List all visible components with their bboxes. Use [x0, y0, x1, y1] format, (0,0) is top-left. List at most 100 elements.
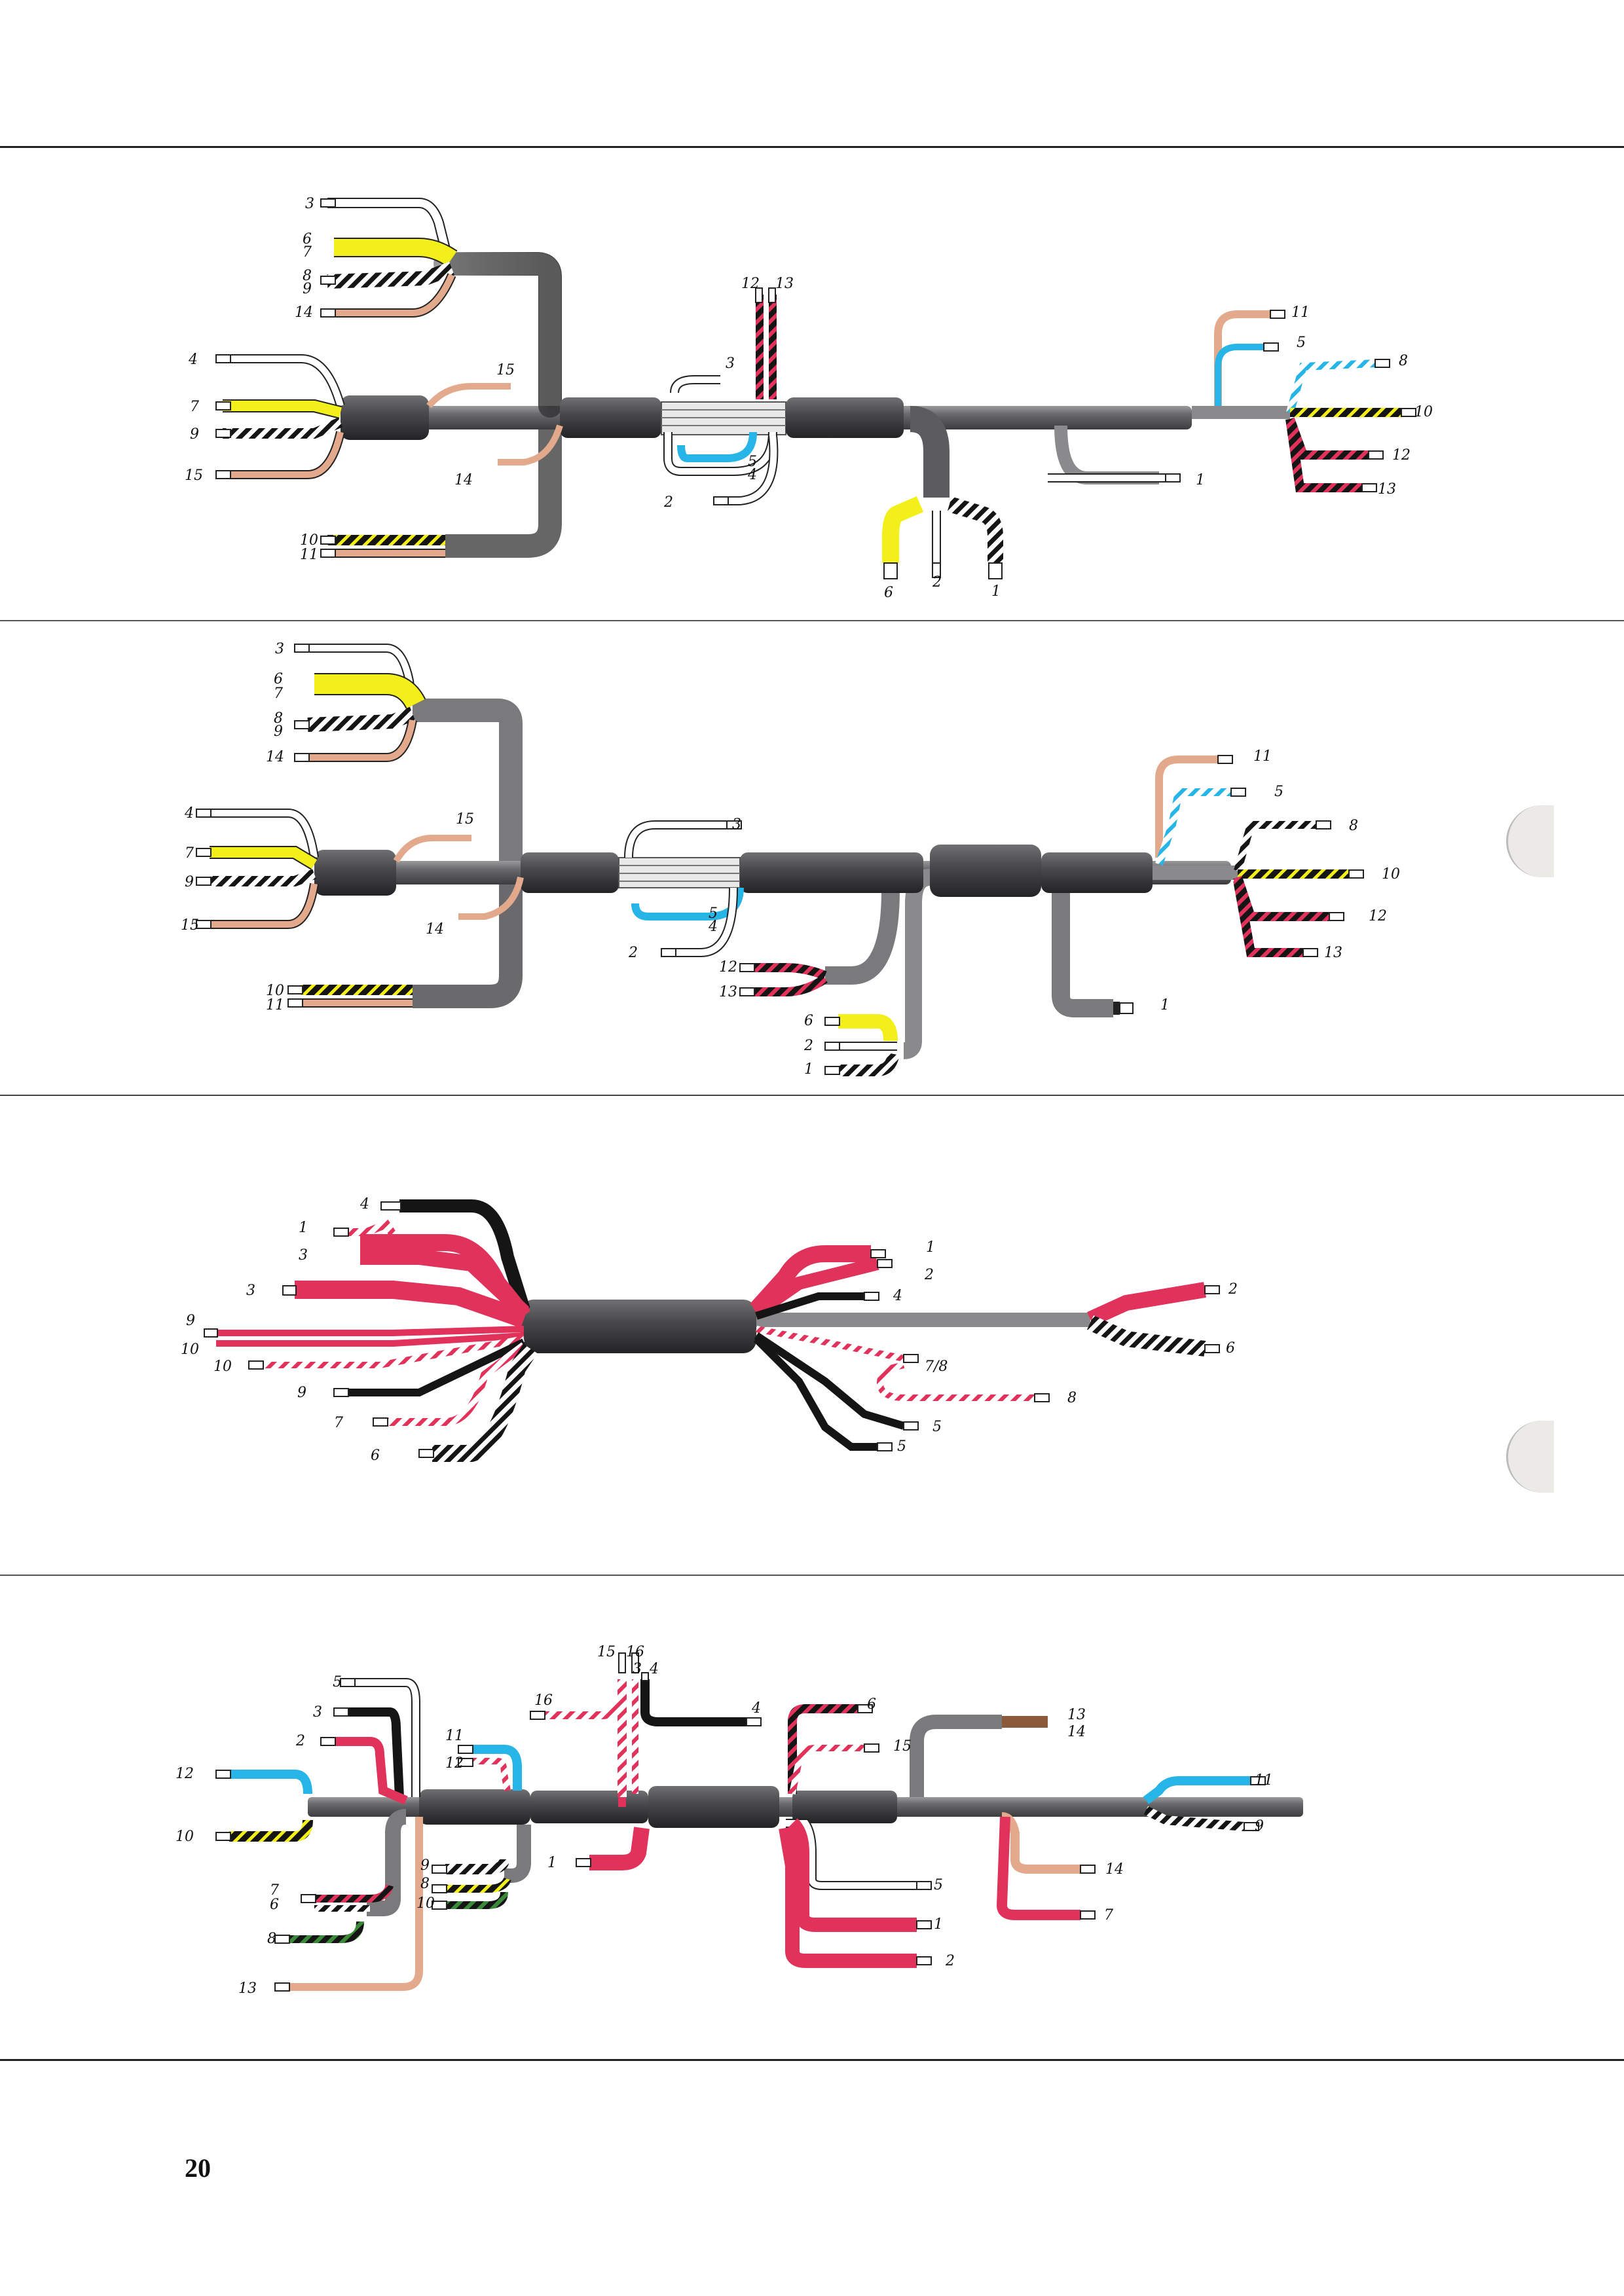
h1-label-11b: 11	[1291, 304, 1310, 321]
h3-label-9b: 9	[297, 1385, 306, 1401]
h2-label-10: 10	[266, 983, 284, 999]
divider-3	[0, 1575, 1624, 1576]
h3-label-4b: 4	[893, 1288, 902, 1304]
h3-label-3a: 3	[299, 1247, 308, 1264]
h4-label-8a: 8	[420, 1876, 430, 1892]
h2-label-8b: 8	[1349, 818, 1358, 834]
h1-label-12b: 12	[1392, 447, 1411, 464]
h3-label-6a: 6	[371, 1448, 380, 1464]
h2-label-7a: 7	[274, 685, 283, 702]
h2-label-4: 4	[184, 805, 194, 822]
h3-label-10a: 10	[181, 1341, 199, 1358]
h4-label-5a: 5	[333, 1674, 342, 1690]
h1-label-4b: 4	[747, 467, 757, 483]
h1-label-12: 12	[741, 276, 760, 292]
h1-label-13b: 13	[1378, 481, 1396, 498]
h1-label-1a: 1	[991, 583, 1001, 600]
h4-label-3a: 3	[313, 1704, 322, 1721]
h4-label-13b: 13	[238, 1980, 257, 1997]
h4-label-2a: 2	[295, 1733, 305, 1749]
h4-label-5b: 5	[934, 1877, 943, 1893]
divider-2	[0, 1095, 1624, 1096]
h4-label-16b: 16	[534, 1692, 553, 1709]
h2-label-13: 13	[719, 984, 737, 1000]
h3-sleeve	[521, 1300, 756, 1353]
h2-label-5b: 5	[1274, 784, 1283, 800]
divider-bottom	[0, 2059, 1624, 2061]
h4-label-2b: 2	[945, 1953, 955, 1969]
h3-label-3b: 3	[246, 1283, 255, 1299]
h4-label-16a: 16	[626, 1644, 644, 1660]
h3-label-5a: 5	[932, 1419, 942, 1435]
h1-label-1b: 1	[1196, 472, 1205, 488]
h2-label-14b: 14	[426, 921, 444, 938]
h3-label-2a: 2	[924, 1267, 934, 1283]
h2-label-1a: 1	[804, 1061, 813, 1078]
h2-label-2b: 2	[803, 1038, 813, 1054]
h4-label-3b: 3	[633, 1661, 642, 1677]
h1-sleeve-1	[341, 395, 429, 440]
harness-1: 3 6 7 8 9 14 4 7 9 15 15 14 10 11 12 13 …	[185, 196, 1433, 601]
h4-label-15a: 15	[597, 1644, 616, 1660]
h4-label-14b: 14	[1105, 1861, 1124, 1878]
h3-label-8: 8	[1067, 1390, 1077, 1406]
h4-label-4b: 4	[751, 1700, 761, 1717]
h1-sleeve-3	[786, 397, 904, 438]
h2-label-12b: 12	[1369, 908, 1387, 924]
h2-label-9b: 9	[185, 874, 194, 890]
h4-label-11b: 11	[1255, 1772, 1273, 1789]
h1-label-5: 5	[748, 454, 757, 470]
h2-label-6b: 6	[804, 1013, 813, 1029]
h4-label-14a: 14	[1067, 1724, 1086, 1740]
h1-label-5b: 5	[1297, 335, 1306, 351]
h3-label-4a: 4	[360, 1196, 369, 1212]
h4-label-9a: 9	[1255, 1818, 1264, 1834]
h2-label-2a: 2	[628, 945, 638, 961]
h4-label-1b: 1	[934, 1916, 943, 1933]
h4-label-13a: 13	[1067, 1707, 1086, 1723]
h4-label-10a: 10	[175, 1829, 194, 1845]
divider-1	[0, 620, 1624, 621]
h2-label-4b: 4	[708, 919, 718, 935]
h4-label-15b: 15	[893, 1738, 912, 1755]
h1-label-14a: 14	[295, 304, 313, 321]
harness-4: 5 3 2 12 10 11 12 15 16 3 4 16 4 6 15 13…	[175, 1644, 1303, 1997]
divider-top	[0, 146, 1624, 148]
h1-label-8: 8	[303, 268, 312, 284]
h3-label-6b: 6	[1226, 1340, 1235, 1357]
h4-label-1a: 1	[547, 1855, 557, 1871]
h3-label-1b: 1	[926, 1239, 935, 1256]
h1-label-6b: 6	[884, 585, 893, 601]
h1-label-11: 11	[300, 547, 318, 563]
h4-label-11a: 11	[445, 1728, 464, 1744]
h1-label-3b: 3	[726, 355, 735, 372]
h4-label-7a: 7	[1104, 1907, 1113, 1923]
h2-label-3a: 3	[275, 641, 284, 657]
h2-label-12: 12	[719, 959, 737, 975]
h1-label-9a: 9	[303, 281, 312, 297]
h4-label-6a: 6	[867, 1696, 876, 1713]
h3-label-10b: 10	[213, 1358, 232, 1375]
h2-label-14a: 14	[266, 749, 284, 765]
h4-label-6b: 6	[270, 1897, 279, 1913]
h2-label-8: 8	[274, 710, 283, 727]
h1-label-7b: 7	[190, 399, 199, 415]
h2-label-11: 11	[266, 997, 284, 1013]
h2-label-10b: 10	[1382, 866, 1400, 883]
h2-label-11b: 11	[1253, 748, 1272, 765]
h1-sleeve-2	[560, 397, 661, 438]
h1-label-13: 13	[775, 276, 794, 292]
h1-label-15a: 15	[185, 467, 203, 484]
h1-label-10b: 10	[1414, 404, 1433, 420]
h3-label-2b: 2	[1228, 1281, 1238, 1298]
h2-label-6: 6	[274, 671, 283, 687]
h1-label-14b: 14	[454, 472, 473, 488]
h4-label-4a: 4	[649, 1661, 659, 1677]
h2-label-15a: 15	[181, 917, 199, 934]
h3-label-9a: 9	[186, 1313, 195, 1329]
h3-label-7: 7	[334, 1415, 343, 1431]
h1-label-6: 6	[303, 231, 312, 247]
h4-label-12a: 12	[175, 1766, 194, 1782]
h4-label-10b: 10	[416, 1895, 435, 1912]
